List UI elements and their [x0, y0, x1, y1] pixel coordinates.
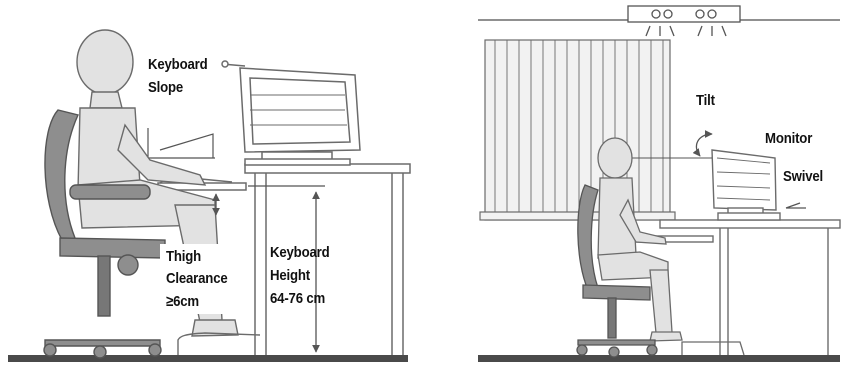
thigh-clearance-label-line1: Thigh	[166, 248, 201, 266]
floor-right	[478, 355, 840, 362]
keyboard-height-label-line1: Keyboard	[270, 244, 329, 262]
keyboard-slope-label-line2: Slope	[148, 79, 183, 97]
keyboard-height-label-line2: Height	[270, 267, 310, 285]
thigh-clearance-label-line3: ≥6cm	[166, 293, 199, 311]
keyboard-height-label-line3: 64-76 cm	[270, 290, 325, 308]
swivel-label: Swivel	[783, 168, 823, 186]
footrest-right	[682, 342, 744, 355]
left-panel	[8, 30, 410, 362]
monitor-label: Monitor	[765, 130, 812, 148]
thigh-clearance-label-line2: Clearance	[166, 270, 228, 288]
panel-divider	[422, 0, 436, 366]
floor-left	[8, 355, 408, 362]
monitor-left	[222, 61, 360, 165]
footrest-left	[178, 333, 260, 355]
keyboard-slope-indicator	[148, 128, 215, 158]
ceiling-light	[628, 6, 740, 36]
tilt-label: Tilt	[696, 92, 715, 110]
swivel-arrow	[786, 203, 806, 208]
monitor-right	[712, 150, 780, 220]
window-blinds	[480, 40, 675, 220]
keyboard-slope-label-line1: Keyboard	[148, 56, 207, 74]
tilt-arrow	[696, 134, 712, 156]
